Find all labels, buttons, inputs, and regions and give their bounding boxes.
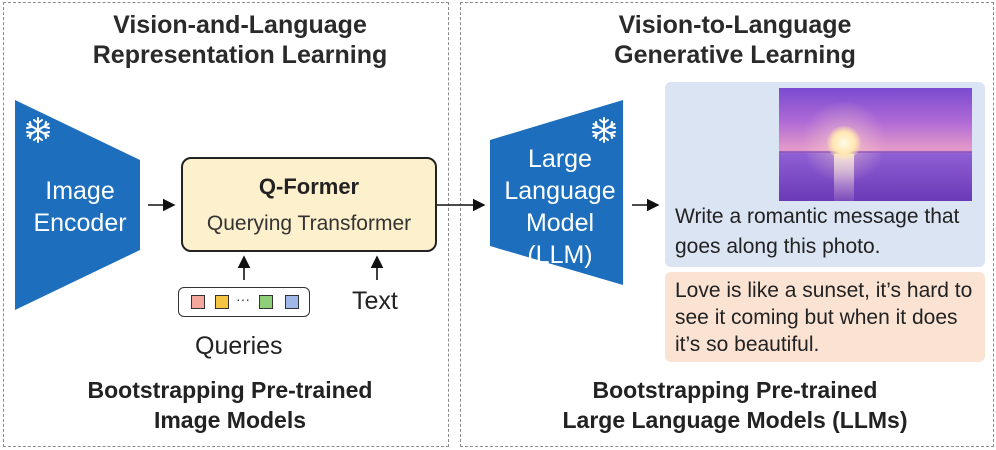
snowflake-icon: [26, 117, 50, 143]
horizon-line: [779, 151, 972, 153]
text-label: Text: [352, 287, 398, 315]
prompt-text: Write a romantic message that goes along…: [675, 205, 960, 258]
image-encoder-label: Image Encoder: [33, 177, 127, 237]
right-bottom-title: Bootstrapping Pre-trained Large Language…: [562, 377, 908, 433]
qformer-block: Q-Former Querying Transformer: [181, 157, 437, 252]
sunset-photo: [779, 88, 972, 201]
response-box: [665, 272, 985, 362]
right-panel-title: Vision-to-Language Generative Learning: [614, 11, 856, 69]
query-token: [191, 295, 205, 309]
query-token: [285, 295, 299, 309]
query-ellipsis: ···: [236, 291, 250, 307]
llm-block: [490, 100, 623, 285]
query-token: [215, 295, 229, 309]
left-bottom-title: Bootstrapping Pre-trained Image Models: [87, 377, 373, 433]
right-panel: [460, 2, 994, 447]
left-panel-title: Vision-and-Language Representation Learn…: [92, 11, 388, 69]
snowflake-icon: [592, 117, 616, 143]
qformer-title: Q-Former: [258, 174, 360, 199]
llm-label: Large Language Model (LLM): [504, 145, 616, 269]
image-encoder-block: [15, 100, 140, 310]
response-text: Love is like a sunset, it’s hard to see …: [675, 279, 973, 356]
query-token: [259, 295, 273, 309]
queries-label: Queries: [195, 332, 283, 360]
left-panel: [3, 2, 449, 447]
qformer-subtitle: Querying Transformer: [206, 212, 412, 235]
sun: [827, 126, 861, 160]
sun-reflection: [834, 154, 854, 201]
queries-box: ···: [178, 287, 310, 317]
